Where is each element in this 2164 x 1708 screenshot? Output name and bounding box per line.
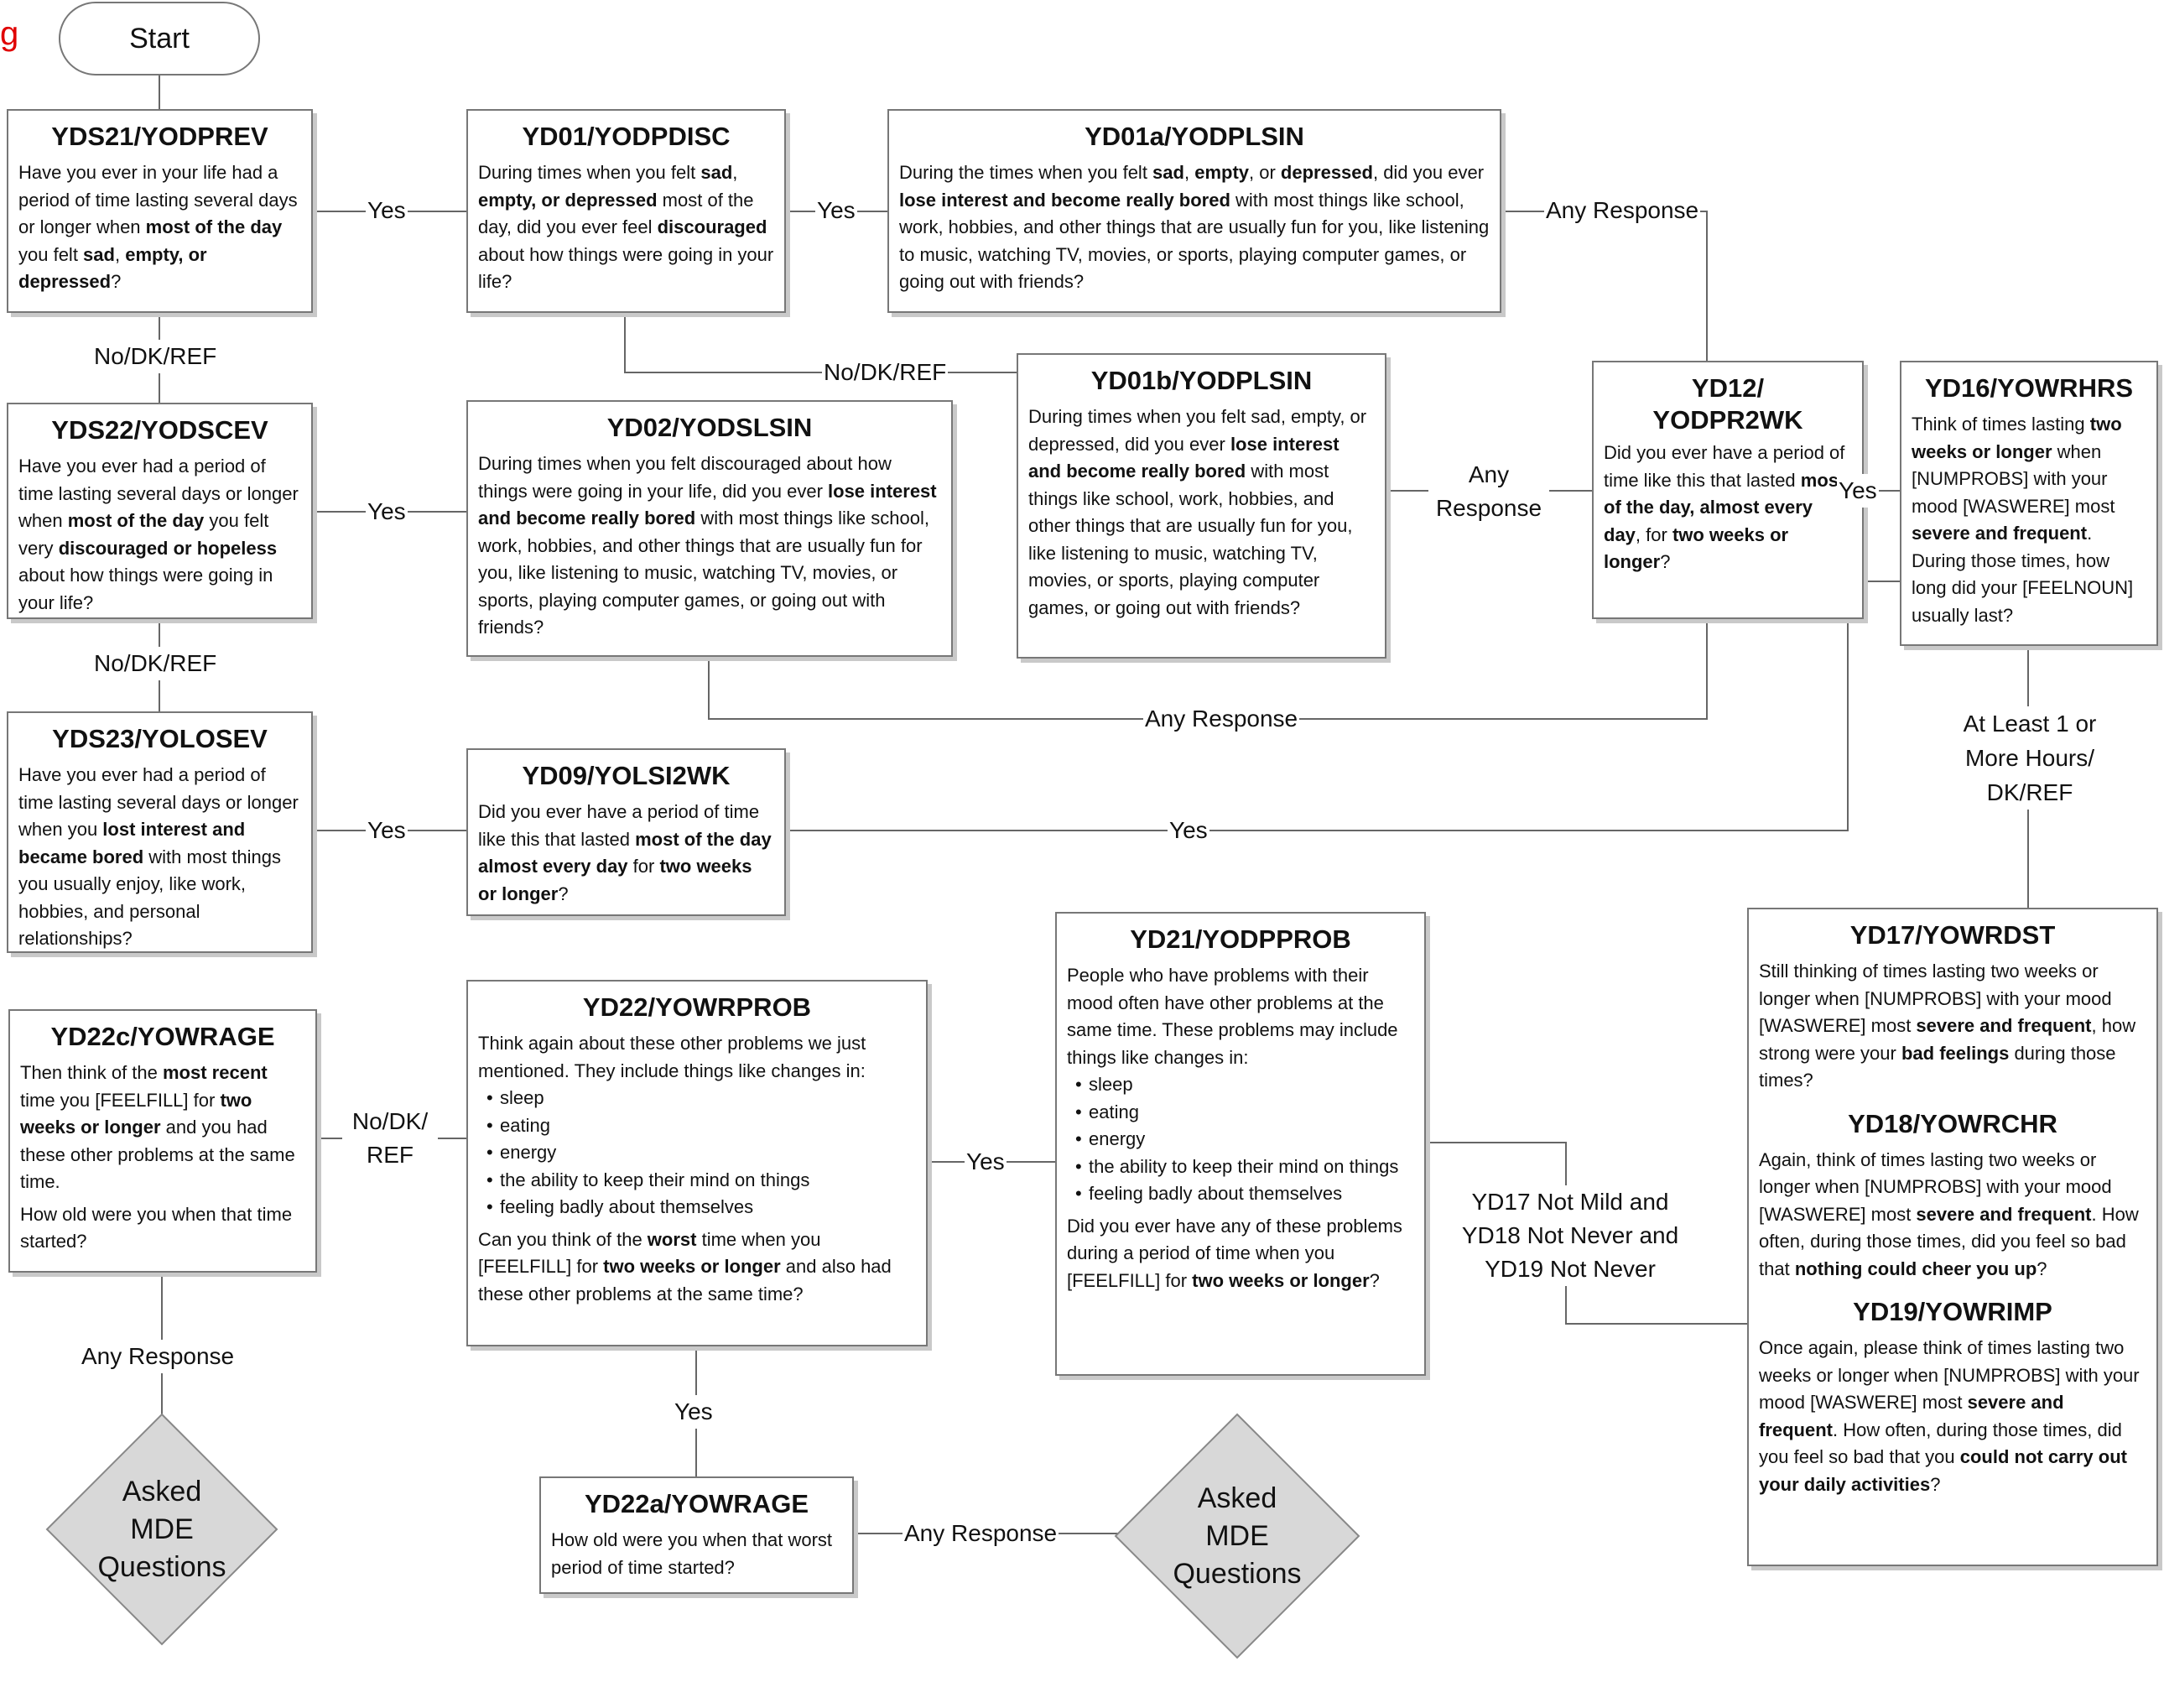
box-yd21: YD21/YODPPROB People who have problems w… — [1055, 912, 1426, 1376]
box-title: YD12/YODPR2WK — [1652, 373, 1803, 435]
box-yd16: YD16/YOWRHRS Think of times lasting two … — [1900, 361, 2158, 646]
label-yes-yd22-yd22a: Yes — [673, 1395, 715, 1429]
box-text: Have you ever had a period of time lasti… — [18, 456, 299, 613]
box-yd17-yd18-yd19: YD17/YOWRDST Still thinking of times las… — [1747, 908, 2158, 1566]
box-yds22: YDS22/YODSCEV Have you ever had a period… — [7, 403, 313, 619]
box-yd22c: YD22c/YOWRAGE Then think of the most rec… — [8, 1009, 317, 1273]
box-title: YD22c/YOWRAGE — [50, 1022, 275, 1051]
box-yds21: YDS21/YODPREV Have you ever in your life… — [7, 109, 313, 313]
label-yes-yd12-yd16: Yes — [1837, 474, 1879, 508]
label-any-yd22a-diamond: Any Response — [903, 1517, 1059, 1550]
box-title: YD01/YODPDISC — [522, 122, 731, 151]
problem-list: sleep eating energy the ability to keep … — [1067, 1071, 1414, 1208]
list-item: eating — [1075, 1099, 1414, 1127]
list-item: the ability to keep their mind on things — [486, 1167, 916, 1195]
box-yd09: YD09/YOLSI2WK Did you ever have a period… — [466, 748, 786, 916]
label-any-yd01a-yd12: Any Response — [1544, 194, 1701, 227]
line-yd09-yd16 — [786, 581, 1900, 831]
box-text: Can you think of the worst time when you… — [478, 1228, 892, 1304]
box-yds23: YDS23/YOLOSEV Have you ever had a period… — [7, 711, 313, 953]
box-title: YD22a/YOWRAGE — [584, 1489, 809, 1518]
box-title: YDS21/YODPREV — [51, 122, 268, 151]
diamond-right: Asked MDE Questions — [1116, 1414, 1359, 1658]
box-title: YDS23/YOLOSEV — [52, 724, 268, 753]
list-item: energy — [486, 1139, 916, 1167]
diamond-left-label: Asked MDE Questions — [97, 1475, 226, 1583]
label-yes-yd09-yd16: Yes — [1168, 814, 1209, 847]
box-yd01: YD01/YODPDISC During times when you felt… — [466, 109, 786, 313]
list-item: sleep — [486, 1085, 916, 1112]
box-title: YDS22/YODSCEV — [51, 415, 268, 445]
box-title: YD22/YOWRPROB — [582, 992, 812, 1022]
box-title: YD01b/YODPLSIN — [1090, 366, 1313, 395]
label-no-yds22-yds23: No/DK/REF — [92, 647, 219, 680]
start-terminal: Start — [59, 2, 260, 76]
box-yd01a: YD01a/YODPLSIN During the times when you… — [887, 109, 1501, 313]
list-item: feeling badly about themselves — [1075, 1180, 1414, 1208]
list-item: the ability to keep their mind on things — [1075, 1153, 1414, 1181]
label-yes-yd21-yd22: Yes — [965, 1145, 1007, 1179]
box-yd22a: YD22a/YOWRAGE How old were you when that… — [539, 1476, 854, 1594]
box-title-yd17: YD17/YOWRDST — [1849, 920, 2056, 950]
diamond-right-label: Asked MDE Questions — [1173, 1481, 1302, 1590]
box-yd02: YD02/YODSLSIN During times when you felt… — [466, 400, 953, 657]
box-text-yd18: Again, think of times lasting two weeks … — [1759, 1148, 2139, 1279]
box-text-question: How old were you when that time started? — [20, 1203, 293, 1252]
box-text: How old were you when that worst period … — [551, 1529, 833, 1578]
box-text: During times when you felt sad, empty, o… — [478, 162, 774, 292]
box-title: YD09/YOLSI2WK — [522, 761, 731, 790]
box-title: YD02/YODSLSIN — [606, 413, 813, 442]
box-title-yd19: YD19/YOWRIMP — [1853, 1297, 2052, 1326]
box-text: Think of times lasting two weeks or long… — [1912, 414, 2134, 626]
label-yd17-condition: YD17 Not Mild and YD18 Not Never and YD1… — [1443, 1185, 1698, 1286]
diamond-right-shape — [1114, 1413, 1360, 1659]
box-title: YD16/YOWRHRS — [1924, 373, 2134, 403]
list-item: sleep — [1075, 1071, 1414, 1099]
box-intro: People who have problems with their mood… — [1067, 965, 1398, 1068]
box-text: During the times when you felt sad, empt… — [899, 162, 1490, 292]
label-no-yd01-yd01b: No/DK/REF — [822, 356, 949, 389]
box-yd01b: YD01b/YODPLSIN During times when you fel… — [1017, 353, 1386, 659]
box-text: Have you ever had a period of time lasti… — [18, 764, 299, 949]
box-text-yd19: Once again, please think of times lastin… — [1759, 1337, 2140, 1495]
list-item: energy — [1075, 1126, 1414, 1153]
list-item: feeling badly about themselves — [486, 1194, 916, 1221]
box-text: Did you ever have a period of time like … — [478, 801, 772, 904]
box-title: YD21/YODPPROB — [1130, 924, 1351, 954]
box-text: During times when you felt discouraged a… — [478, 453, 937, 638]
label-yes-yds23-yd09: Yes — [366, 814, 408, 847]
label-any-yd02-yd12: Any Response — [1143, 702, 1300, 736]
box-text: Then think of the most recent time you [… — [20, 1062, 295, 1192]
label-yes-yds21-yd01: Yes — [366, 194, 408, 227]
label-yes-yd01-yd01a: Yes — [815, 194, 857, 227]
label-yes-yds22-yd02: Yes — [366, 495, 408, 529]
label-no-yds21-yds22: No/DK/REF — [92, 340, 219, 373]
box-yd22: YD22/YOWRPROB Think again about these ot… — [466, 980, 928, 1346]
line-yd01a-yd12 — [1501, 211, 1708, 361]
label-any-yd22c-diamond: Any Response — [80, 1340, 237, 1373]
diamond-left-shape — [45, 1413, 278, 1646]
diamond-left: Asked MDE Questions — [40, 1408, 284, 1651]
label-any-yd01b-yd12: Any Response — [1428, 458, 1549, 525]
box-text: During times when you felt sad, empty, o… — [1028, 406, 1367, 618]
box-text-yd17: Still thinking of times lasting two week… — [1759, 961, 2136, 1091]
list-item: eating — [486, 1112, 916, 1140]
line-yd01-yd01b — [624, 313, 1017, 373]
box-title: YD01a/YODPLSIN — [1085, 122, 1304, 151]
label-at-least: At Least 1 or More Hours/ DK/REF — [1959, 706, 2100, 810]
box-intro: Think again about these other problems w… — [478, 1033, 866, 1081]
label-no-yd22-yd22c: No/DK/ REF — [342, 1105, 438, 1172]
box-text: Did you ever have a period of time like … — [1604, 442, 1845, 572]
box-title-yd18: YD18/YOWRCHR — [1848, 1108, 2057, 1138]
box-yd12: YD12/YODPR2WK Did you ever have a period… — [1592, 361, 1864, 619]
corner-text: g — [0, 15, 19, 52]
box-text: Did you ever have any of these problems … — [1067, 1215, 1402, 1291]
box-text: Have you ever in your life had a period … — [18, 162, 298, 292]
problem-list: sleep eating energy the ability to keep … — [478, 1085, 916, 1221]
